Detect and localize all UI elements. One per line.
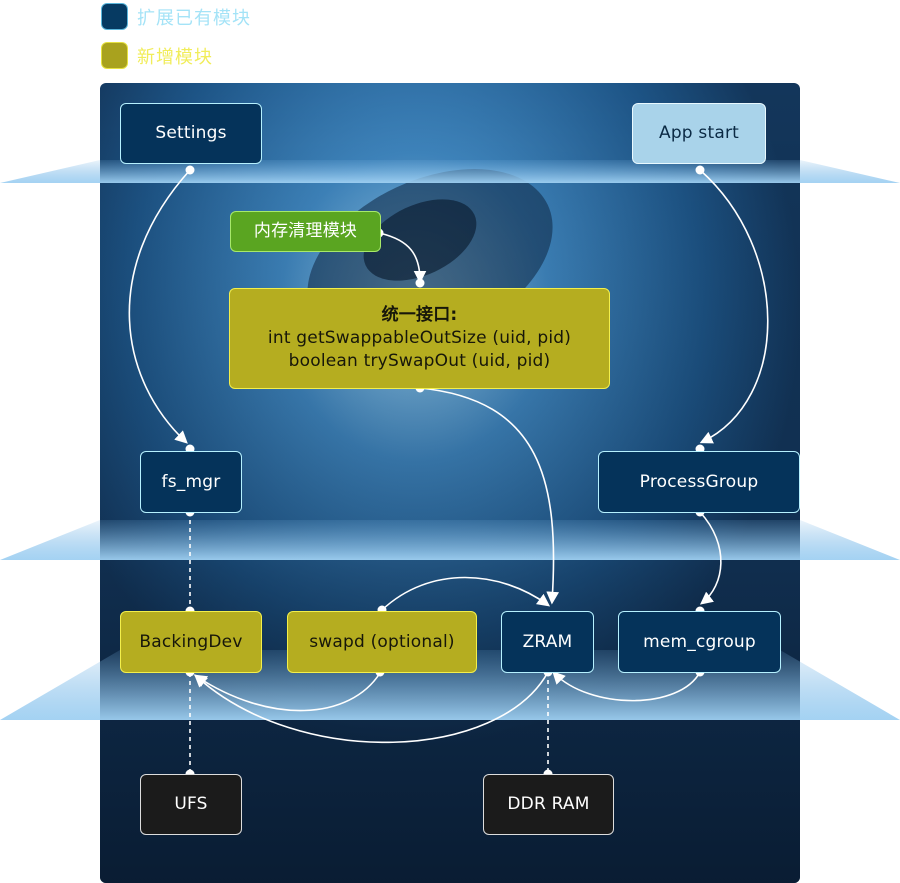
node-unified-interface[interactable]: 统一接口: int getSwappableOutSize (uid, pid)… [229, 288, 610, 389]
dot-appstart [695, 165, 705, 175]
legend-label-new: 新增模块 [137, 46, 213, 68]
unified-interface-line2: boolean trySwapOut (uid, pid) [288, 350, 551, 371]
legend-swatch-new [101, 42, 128, 69]
legend-swatch-existing [101, 3, 128, 30]
edge-memcgroup-zram [552, 671, 701, 702]
layer-label-native: Native [4, 474, 62, 490]
layer-label-kernel: Kernel [4, 634, 60, 650]
node-memory-cleanup[interactable]: 内存清理模块 [230, 211, 381, 252]
edge-cleanup-interface [378, 232, 427, 284]
dot-settings [185, 165, 195, 175]
node-process-group[interactable]: ProcessGroup [598, 451, 800, 513]
node-settings[interactable]: Settings [120, 103, 262, 164]
node-ufs[interactable]: UFS [140, 774, 242, 835]
edge-swapd-backingdev [193, 672, 381, 712]
node-swapd[interactable]: swapd (optional) [287, 611, 477, 673]
layer-label-hardware: Hardware [4, 795, 88, 811]
node-zram[interactable]: ZRAM [501, 611, 594, 673]
node-app-start[interactable]: App start [632, 103, 766, 164]
edge-processgroup-memcgroup [699, 511, 722, 605]
legend-new: 新增模块 [101, 42, 213, 69]
node-fs-mgr[interactable]: fs_mgr [140, 451, 242, 513]
layer-label-framework: Framework [4, 333, 100, 349]
edge-appstart-processgroup [699, 169, 769, 444]
layer-label-apps: APPs [4, 124, 46, 140]
edge-swapd-zram [381, 576, 551, 611]
node-backing-dev[interactable]: BackingDev [120, 611, 262, 673]
unified-interface-line1: int getSwappableOutSize (uid, pid) [267, 328, 572, 349]
edge-interface-zram [419, 387, 560, 605]
node-mem-cgroup[interactable]: mem_cgroup [618, 611, 781, 673]
legend-existing: 扩展已有模块 [101, 3, 251, 30]
legend-label-existing: 扩展已有模块 [137, 7, 251, 29]
unified-interface-title: 统一接口: [381, 305, 458, 326]
node-ddr-ram[interactable]: DDR RAM [483, 774, 614, 835]
dot-interface-top [415, 278, 425, 288]
edge-settings-fsmgr [128, 169, 191, 444]
edge-zram-backingdev [194, 671, 549, 744]
